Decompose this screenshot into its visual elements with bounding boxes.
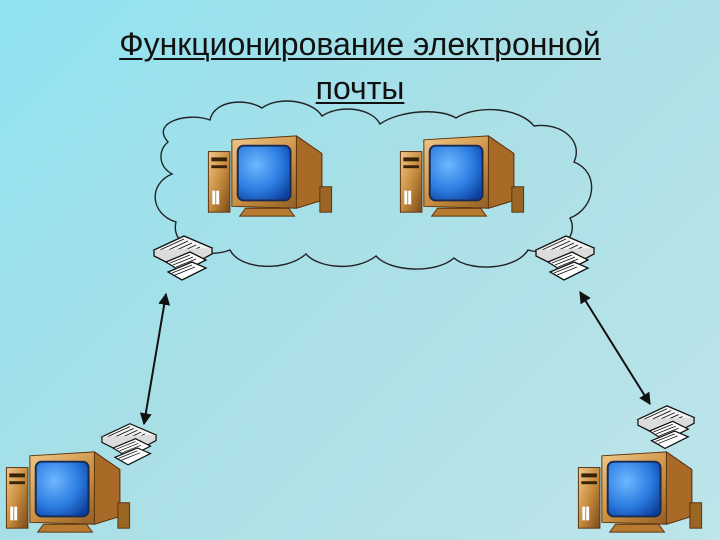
modem-icon	[637, 405, 695, 450]
connection-arrow	[579, 290, 651, 406]
title-line-1: Функционирование электронной	[119, 26, 601, 62]
computer-icon	[399, 134, 525, 218]
modem-icon	[535, 235, 595, 281]
title-line-2: почты	[315, 70, 405, 106]
network-cloud	[154, 100, 593, 270]
computer-icon	[577, 450, 703, 534]
modem-icon	[101, 423, 157, 466]
computer-icon	[5, 450, 131, 534]
slide-title: Функционирование электронной почты	[60, 22, 660, 110]
modem-icon	[153, 235, 213, 281]
computer-icon	[207, 134, 333, 218]
connection-arrow	[139, 292, 171, 426]
